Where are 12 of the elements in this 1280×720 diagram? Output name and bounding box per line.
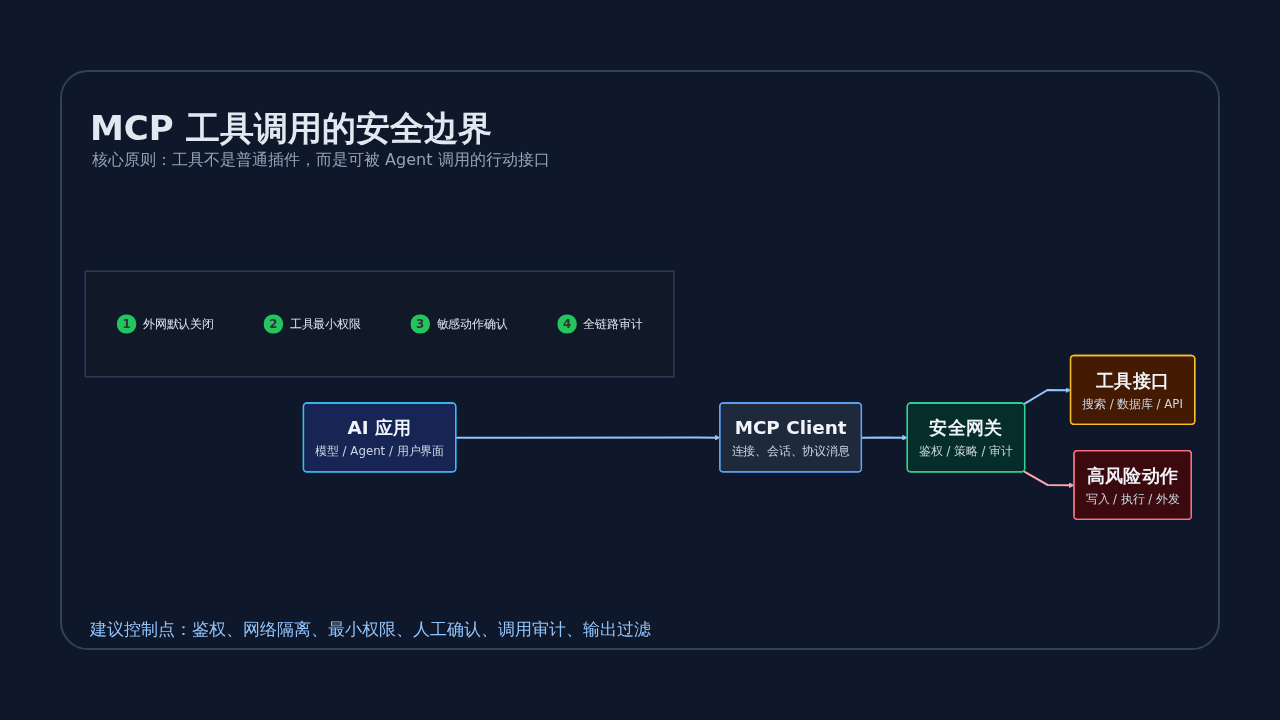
node-label: 外网默认关闭 [142,316,214,331]
node-label: 工具最小权限 [289,316,361,331]
node-circle: 3 [410,313,431,334]
footer-note: 建议控制点：鉴权、网络隔离、最小权限、人工确认、调用审计、输出过滤 [90,618,651,641]
cluster [84,270,675,378]
node-circle: 4 [557,313,577,334]
node-label: 全链路审计 [583,316,643,331]
node-circle: 2 [263,313,284,334]
subtitle: 核心原则：工具不是普通插件，而是可被 Agent 调用的行动接口 [92,150,550,171]
diagram-title: MCP 工具调用的安全边界 [90,107,492,150]
node-circle: 1 [116,313,137,334]
node-label: 敏感动作确认 [436,316,508,331]
